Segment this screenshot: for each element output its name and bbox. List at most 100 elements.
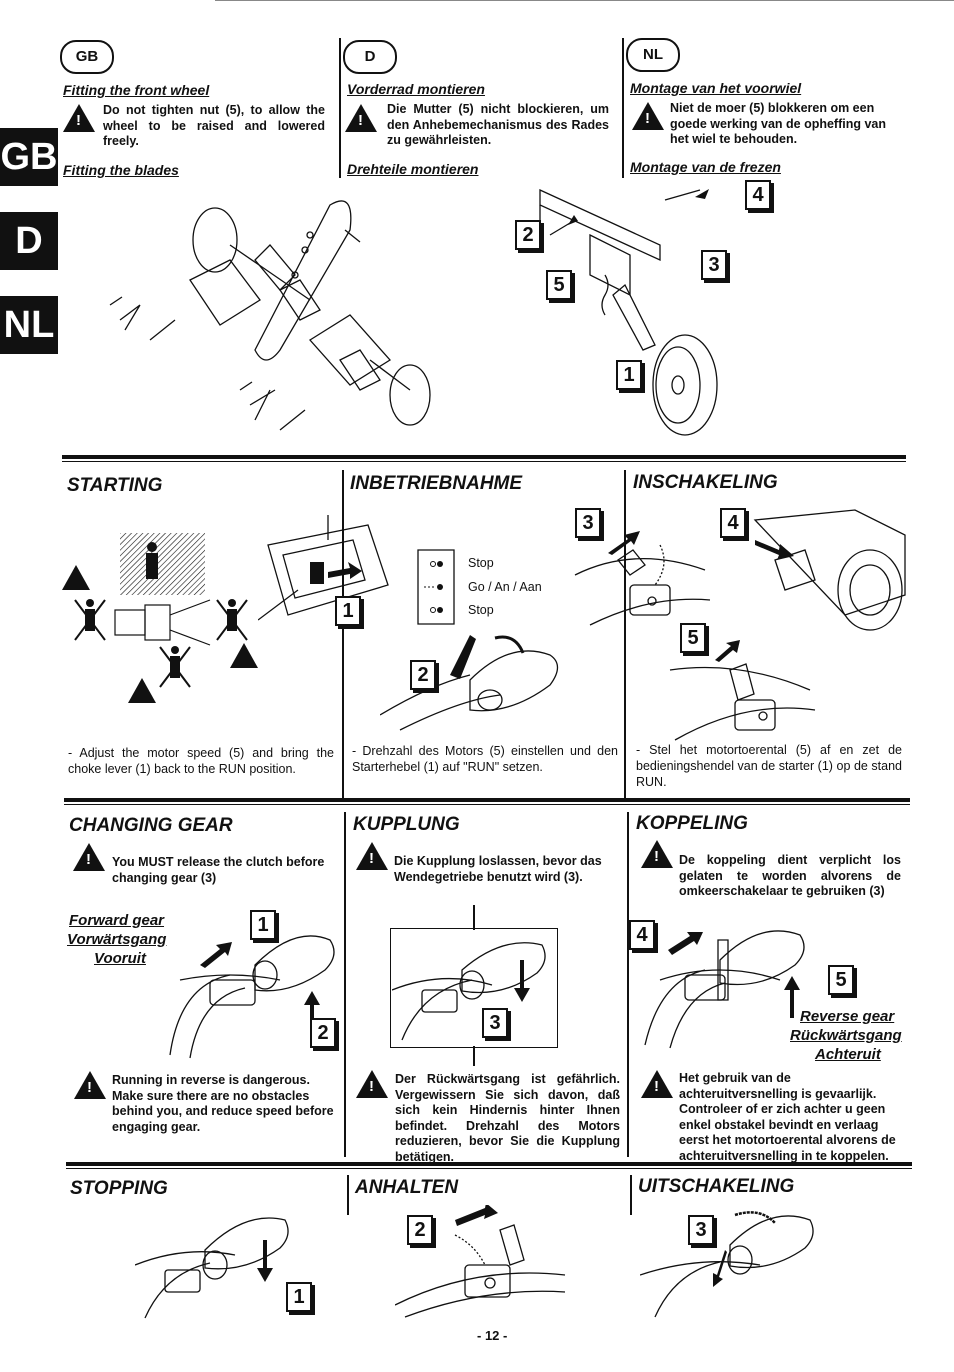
- warning-icon: [641, 840, 673, 868]
- column-divider: [622, 38, 624, 178]
- speed-lever-illustration: [574, 531, 711, 626]
- label-3: 3: [482, 1008, 508, 1038]
- leader-line: [473, 1046, 475, 1066]
- label-5: 5: [680, 623, 706, 653]
- lang-badge-d: D: [343, 40, 397, 74]
- label-1: 1: [616, 360, 642, 390]
- forward-gear-nl: Vooruit: [94, 950, 146, 967]
- label-2: 2: [407, 1215, 433, 1245]
- front-wheel-title-nl: Montage van het voorwiel: [630, 80, 802, 96]
- label-3: 3: [575, 508, 601, 538]
- lang-badge-gb: GB: [60, 40, 114, 74]
- throttle-grip-illustration: [380, 635, 559, 731]
- leader-line: [473, 905, 475, 930]
- column-divider: [347, 1175, 349, 1215]
- section-rule: [66, 1168, 912, 1169]
- label-2: 2: [310, 1018, 336, 1048]
- starting-caption-gb: - Adjust the motor speed (5) and bring t…: [68, 746, 334, 776]
- engine-throttle-illustration: [753, 509, 906, 631]
- column-divider: [342, 470, 344, 800]
- starting-caption-nl: - Stel het motortoerental (5) af en zet …: [636, 743, 902, 789]
- gear-warning-nl: De koppeling dient verplicht los gelaten…: [679, 853, 901, 898]
- front-wheel-illustration: [539, 188, 718, 436]
- front-wheel-warning-nl: Niet de moer (5) blokkeren om een goede …: [670, 101, 887, 146]
- reverse-warning-nl: Het gebruik van de achteruitversnelling …: [679, 1071, 896, 1163]
- stop-throttle-illustration: [395, 1205, 566, 1318]
- gear-title-nl: KOPPELING: [636, 813, 748, 834]
- legend-stop: Stop: [468, 603, 494, 617]
- blades-illustration: [109, 200, 431, 431]
- label-3: 3: [701, 250, 727, 280]
- label-1: 1: [335, 596, 361, 626]
- section-rule: [66, 1162, 912, 1166]
- label-5: 5: [546, 270, 572, 300]
- reverse-gear-illustration: [644, 930, 805, 1049]
- stopping-title-d: ANHALTEN: [355, 1177, 459, 1198]
- warning-icon: [356, 1070, 388, 1098]
- front-wheel-title-d: Vorderrad montieren: [347, 81, 485, 97]
- lang-badge-nl: NL: [626, 38, 680, 72]
- forward-gear-gb: Forward gear: [69, 912, 165, 929]
- column-divider: [624, 470, 626, 800]
- safety-zone-illustration: [62, 533, 258, 703]
- reverse-warning-d: Der Rückwärtsgang ist gefährlich. Vergew…: [395, 1072, 620, 1164]
- front-wheel-title-gb: Fitting the front wheel: [63, 82, 210, 98]
- blades-title-d: Drehteile montieren: [347, 161, 479, 177]
- warning-icon: [73, 843, 105, 871]
- starting-caption-d: - Drehzahl des Motors (5) einstellen und…: [352, 744, 618, 774]
- warning-icon: [356, 842, 388, 870]
- stop-choke-illustration: [640, 1211, 814, 1318]
- warning-icon: [74, 1071, 106, 1099]
- stopping-title-gb: STOPPING: [70, 1178, 168, 1199]
- legend-stop: Stop: [468, 556, 494, 570]
- label-5: 5: [828, 965, 854, 995]
- reverse-gear-gb: Reverse gear: [800, 1008, 895, 1025]
- label-3: 3: [688, 1215, 714, 1245]
- page-number: - 12 -: [477, 1328, 508, 1343]
- section-rule: [64, 804, 910, 805]
- label-1: 1: [286, 1282, 312, 1312]
- warning-icon: [641, 1070, 673, 1098]
- stop-lever-illustration: [135, 1217, 289, 1319]
- label-2: 2: [410, 660, 436, 690]
- warning-icon: [632, 102, 664, 130]
- blades-title-gb: Fitting the blades: [63, 162, 179, 178]
- warning-icon: [63, 104, 95, 132]
- side-tab-gb: GB: [0, 128, 58, 186]
- starting-title-gb: STARTING: [67, 475, 163, 496]
- reverse-warning-gb: Running in reverse is dangerous. Make su…: [112, 1073, 334, 1134]
- top-rule: [215, 0, 954, 1]
- gear-warning-d: Die Kupplung loslassen, bevor das Wendeg…: [394, 854, 602, 884]
- reverse-gear-d: Rückwärtsgang: [790, 1027, 902, 1044]
- gear-title-gb: CHANGING GEAR: [69, 815, 233, 836]
- gear-warning-gb: You MUST release the clutch before chang…: [112, 855, 325, 885]
- blades-title-nl: Montage van de frezen: [630, 159, 781, 175]
- starter-lever-illustration: [669, 640, 816, 741]
- column-divider: [630, 1175, 632, 1215]
- label-4: 4: [745, 180, 771, 210]
- section-rule: [62, 461, 906, 462]
- front-wheel-warning-gb: Do not tighten nut (5), to allow the whe…: [103, 103, 325, 148]
- side-tab-nl: NL: [0, 296, 58, 354]
- reverse-gear-nl: Achteruit: [815, 1046, 881, 1063]
- starting-title-nl: INSCHAKELING: [633, 472, 778, 493]
- choke-lever-illustration: [258, 515, 389, 621]
- label-4: 4: [629, 920, 655, 950]
- legend-go: Go / An / Aan: [468, 580, 542, 594]
- section-rule: [64, 798, 910, 802]
- column-divider: [627, 812, 629, 1157]
- clutch-illustration: [392, 942, 546, 1041]
- column-divider: [339, 38, 341, 178]
- forward-gear-d: Vorwärtsgang: [67, 931, 167, 948]
- front-wheel-warning-d: Die Mutter (5) nicht blockieren, um den …: [387, 102, 609, 147]
- forward-gear-illustration: [169, 935, 335, 1059]
- throttle-legend-bracket: [417, 549, 455, 625]
- section-rule: [62, 455, 906, 459]
- label-2: 2: [515, 220, 541, 250]
- column-divider: [344, 812, 346, 1157]
- starting-title-d: INBETRIEBNAHME: [350, 473, 523, 494]
- label-4: 4: [720, 508, 746, 538]
- side-tab-d: D: [0, 212, 58, 270]
- warning-icon: [345, 104, 377, 132]
- stopping-title-nl: UITSCHAKELING: [638, 1176, 795, 1197]
